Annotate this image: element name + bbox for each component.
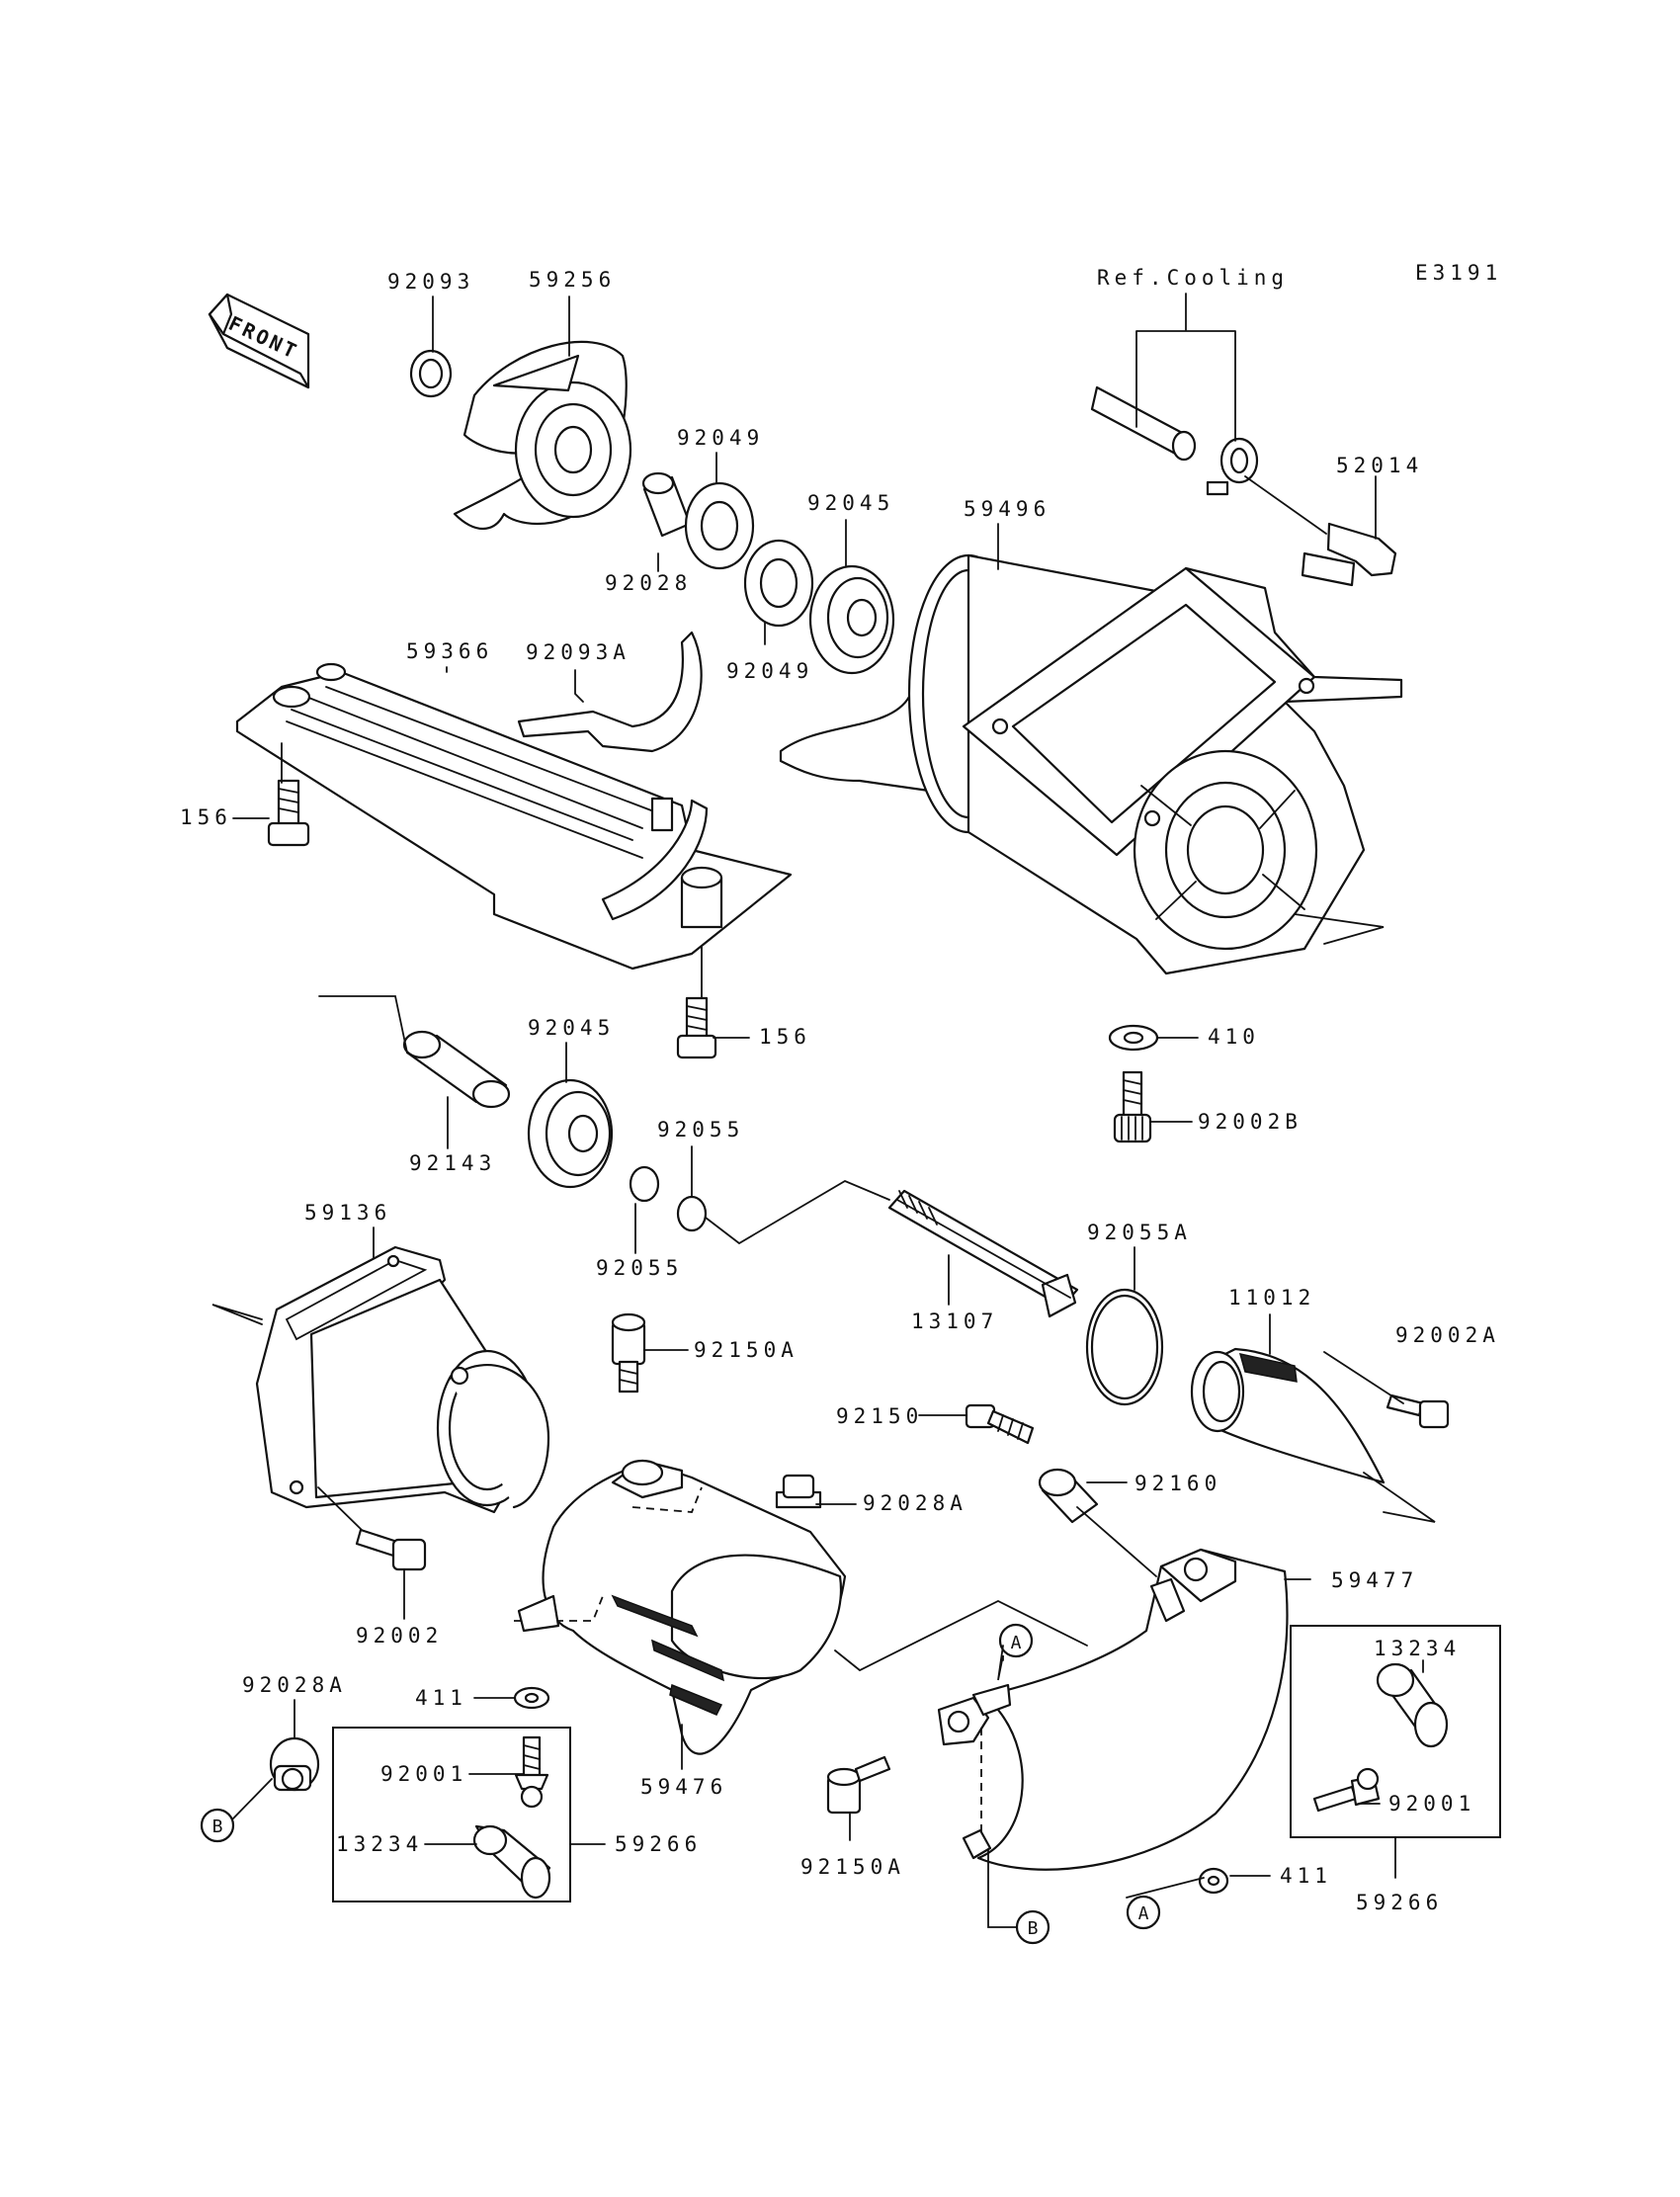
callout-92001-left: 92001: [380, 1762, 467, 1786]
part-13234-bushing-right: [1376, 1662, 1449, 1748]
ref-marker-b-left-label: B: [212, 1817, 223, 1837]
part-92143-sleeve: [402, 1030, 511, 1109]
front-arrow-icon: FRONT: [208, 293, 310, 389]
ref-marker-a-upper: A: [998, 1623, 1034, 1658]
callout-92028A-mid: 92028A: [863, 1491, 967, 1515]
part-156-bolt-left: [267, 779, 310, 847]
callout-59266-left: 59266: [615, 1832, 702, 1856]
part-92045-bearing-lower: [527, 1078, 614, 1189]
callout-13234-left: 13234: [336, 1832, 423, 1856]
part-92002-bolt: [355, 1528, 427, 1571]
callout-92093: 92093: [387, 270, 474, 294]
callout-92045-lower: 92045: [528, 1016, 615, 1040]
callout-92028: 92028: [605, 571, 692, 595]
callout-13234-right: 13234: [1374, 1637, 1461, 1660]
callout-92055-upper: 92055: [657, 1118, 744, 1141]
callout-92160: 92160: [1134, 1472, 1221, 1495]
callout-13107: 13107: [911, 1310, 998, 1333]
callout-92150A-upper: 92150A: [694, 1338, 798, 1362]
callout-59476: 59476: [640, 1775, 727, 1799]
ref-marker-b-right: B: [1015, 1909, 1050, 1945]
callout-92055-lower: 92055: [596, 1256, 683, 1280]
callout-92002: 92002: [356, 1624, 443, 1648]
callout-52014: 52014: [1336, 454, 1423, 477]
part-92049-seal-upper: [684, 481, 755, 570]
callout-59136: 59136: [304, 1201, 391, 1225]
part-92160-bushing: [1038, 1468, 1099, 1524]
callout-92143: 92143: [409, 1151, 496, 1175]
leader-lines: [232, 293, 1424, 1928]
part-59496-pump-case: [779, 553, 1403, 975]
ref-cooling-pipe: [1090, 385, 1259, 496]
part-59477-reverse-bucket: [937, 1548, 1289, 1871]
ref-marker-a-upper-label: A: [1011, 1633, 1022, 1653]
callout-92028A-left: 92028A: [242, 1673, 347, 1697]
callout-59256: 59256: [529, 268, 616, 292]
callout-92150: 92150: [836, 1404, 923, 1428]
callout-labels: Ref.Cooling 92093 59256 92049 92028 9204…: [180, 266, 1500, 1914]
callout-59496: 59496: [964, 497, 1050, 521]
part-13234-bushing-left: [472, 1824, 551, 1900]
part-92055A-oring: [1085, 1288, 1164, 1406]
callout-92002A: 92002A: [1395, 1323, 1500, 1347]
callout-92093A: 92093A: [526, 640, 630, 664]
part-52014-fitting: [1301, 522, 1397, 587]
part-11012-nozzle: [1190, 1347, 1436, 1523]
part-92002B-bolt: [1113, 1070, 1152, 1143]
part-411-washer-right: [1198, 1867, 1229, 1895]
ref-cooling-label: Ref.Cooling: [1097, 266, 1289, 290]
callout-410: 410: [1208, 1025, 1260, 1049]
callout-92049-upper: 92049: [677, 426, 764, 450]
part-92001-ball-joint-left: [514, 1735, 549, 1809]
callout-92002B: 92002B: [1198, 1110, 1302, 1134]
part-59136-inlet-housing: [211, 1245, 550, 1514]
callout-92001-right: 92001: [1388, 1792, 1475, 1816]
callout-11012: 11012: [1228, 1286, 1315, 1310]
ref-marker-b-left: B: [200, 1808, 235, 1843]
diagram-code: E3191: [1415, 261, 1502, 285]
part-411-washer-left: [513, 1686, 550, 1710]
callout-92055A: 92055A: [1087, 1221, 1192, 1244]
part-59476-steering-nozzle: [514, 1459, 1088, 1755]
callout-92049-lower: 92049: [726, 659, 813, 683]
ref-marker-b-right-label: B: [1028, 1918, 1039, 1939]
part-59256-impeller: [453, 340, 632, 530]
part-92055-oring-lower: [629, 1165, 660, 1203]
part-92093-washer: [409, 349, 453, 398]
callout-156-left: 156: [180, 805, 232, 829]
callout-92150A-lower: 92150A: [800, 1855, 905, 1879]
part-92049-seal-lower: [743, 539, 814, 628]
part-92028A-collar-left: [269, 1736, 320, 1792]
part-59266-kit-right: [1290, 1625, 1501, 1838]
part-92028A-collar-mid: [775, 1474, 822, 1509]
part-92002A-bolt: [1386, 1394, 1450, 1429]
ref-marker-a-lower-label: A: [1138, 1903, 1149, 1924]
part-156-bolt-lower: [676, 996, 717, 1059]
part-92028-collar: [641, 471, 692, 538]
ref-marker-a-lower: A: [1126, 1895, 1161, 1930]
part-92055-oring-upper: [676, 1195, 708, 1232]
part-92093A-clip: [517, 631, 703, 753]
part-92150A-bolt-upper: [611, 1312, 646, 1394]
callout-156-lower: 156: [759, 1025, 811, 1049]
part-92150-bolt: [965, 1403, 1035, 1445]
part-59366-pump-cover: [235, 662, 793, 971]
part-92001-ball-joint-right: [1312, 1767, 1381, 1813]
part-92150A-bolt-lower: [826, 1755, 891, 1815]
callout-59366: 59366: [406, 639, 493, 663]
part-92045-bearing-upper: [808, 564, 895, 675]
callout-411-right: 411: [1280, 1864, 1332, 1888]
callout-411-left: 411: [415, 1686, 467, 1710]
callout-59266-right: 59266: [1356, 1891, 1443, 1914]
callout-92045-upper: 92045: [807, 491, 894, 515]
part-59266-kit-left: [332, 1727, 571, 1902]
part-13107-drive-shaft: [887, 1189, 1079, 1318]
part-410-washer: [1108, 1024, 1159, 1052]
callout-59477: 59477: [1331, 1568, 1418, 1592]
